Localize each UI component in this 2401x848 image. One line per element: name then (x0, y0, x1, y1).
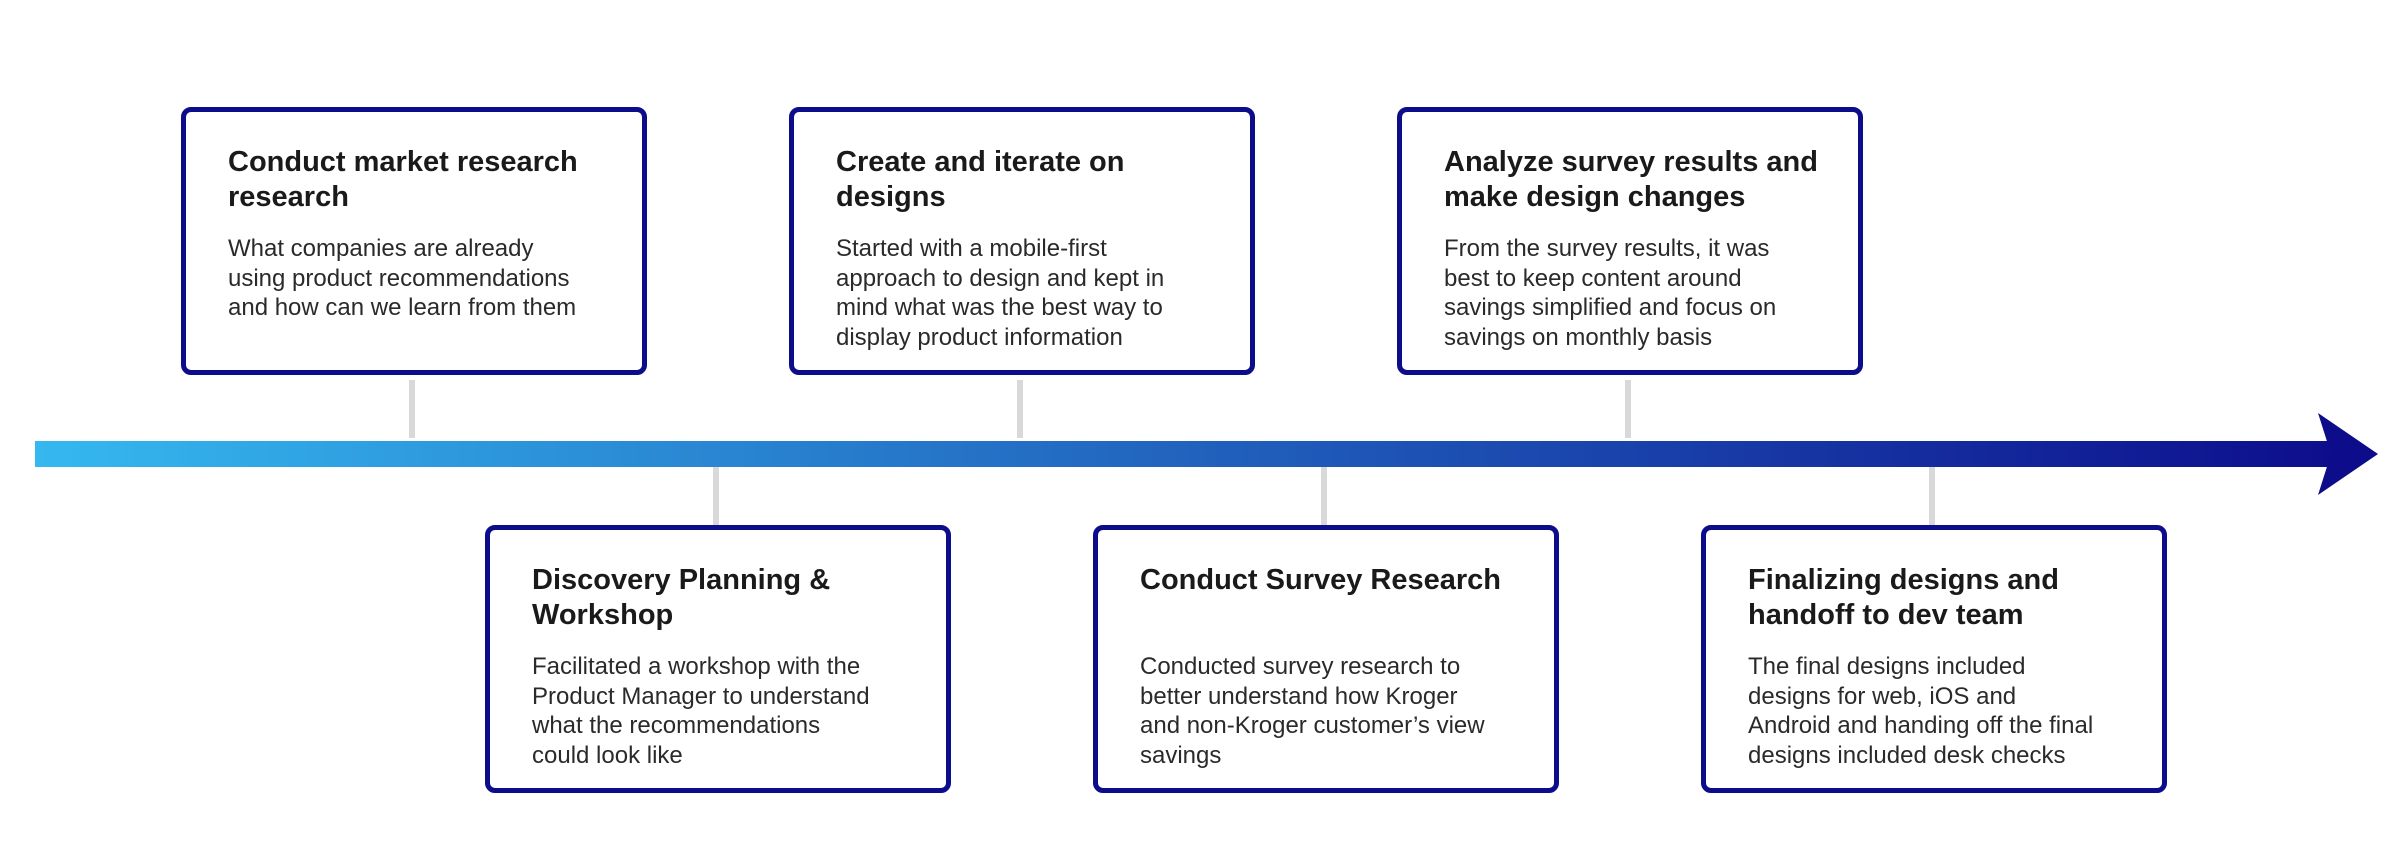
timeline-arrow-shaft (35, 441, 2345, 467)
step-card-market-research: Conduct market research research What co… (181, 107, 647, 375)
connector-step-3 (1017, 380, 1023, 438)
step-card-discovery-planning: Discovery Planning & Workshop Facilitate… (485, 525, 951, 793)
timeline-arrow-head (2318, 413, 2378, 495)
step-title: Conduct Survey Research (1140, 564, 1502, 596)
step-description: Facilitated a workshop with the Product … (532, 653, 870, 769)
step-description: What companies are already using product… (228, 235, 577, 321)
step-card-create-designs: Create and iterate on designs Started wi… (789, 107, 1255, 375)
connector-step-6 (1929, 467, 1935, 525)
step-title: Finalizing designs and handoff to dev te… (1748, 564, 2059, 631)
step-title: Conduct market research research (228, 146, 578, 213)
step-description: The final designs included designs for w… (1748, 653, 2094, 769)
step-title: Analyze survey results and make design c… (1444, 146, 1818, 213)
step-title: Discovery Planning & Workshop (532, 564, 831, 631)
connector-step-1 (409, 380, 415, 438)
step-description: From the survey results, it was best to … (1444, 235, 1777, 351)
step-description: Started with a mobile-first approach to … (836, 235, 1165, 351)
connector-step-4 (1321, 467, 1327, 525)
step-description: Conducted survey research to better unde… (1140, 653, 1485, 769)
connector-step-2 (713, 467, 719, 525)
step-card-analyze-survey: Analyze survey results and make design c… (1397, 107, 1863, 375)
step-card-finalizing-designs: Finalizing designs and handoff to dev te… (1701, 525, 2167, 793)
step-title: Create and iterate on designs (836, 146, 1125, 213)
step-card-survey-research: Conduct Survey Research Conducted survey… (1093, 525, 1559, 793)
connector-step-5 (1625, 380, 1631, 438)
